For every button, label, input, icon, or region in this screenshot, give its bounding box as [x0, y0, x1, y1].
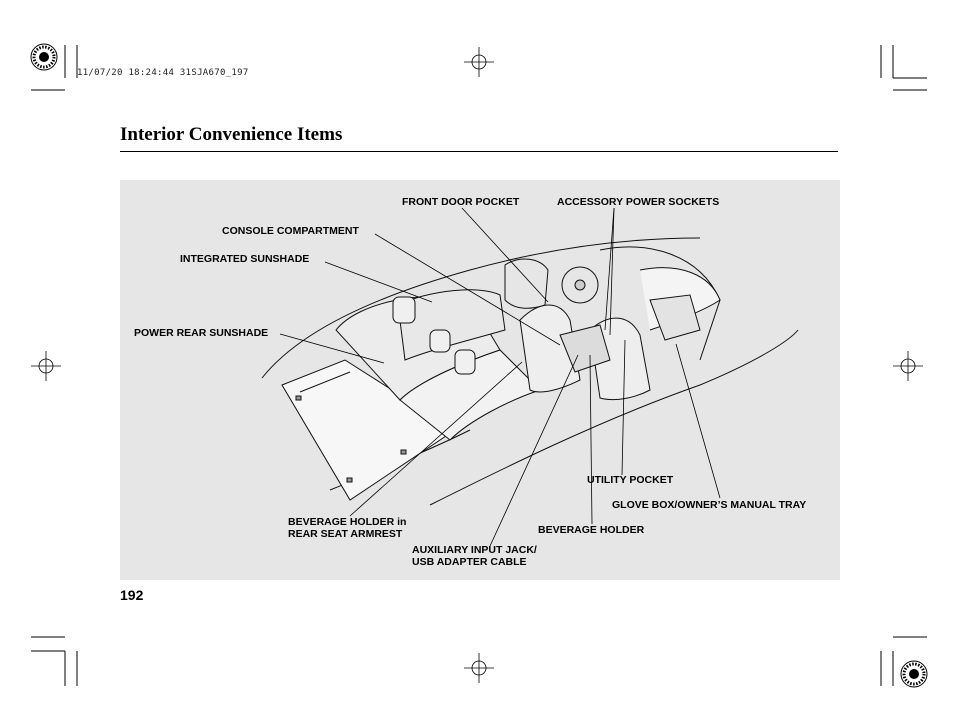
registration-mark-left [31, 351, 61, 381]
callout-accessory-power-sockets: ACCESSORY POWER SOCKETS [557, 196, 720, 208]
callout-auxiliary-input-jack-line1: AUXILIARY INPUT JACK/ [412, 544, 537, 556]
callout-auxiliary-input-jack-line2: USB ADAPTER CABLE [412, 556, 527, 568]
callout-glove-box: GLOVE BOX/OWNER’S MANUAL TRAY [612, 499, 807, 511]
callout-utility-pocket: UTILITY POCKET [587, 474, 674, 486]
callout-power-rear-sunshade: POWER REAR SUNSHADE [134, 327, 269, 339]
registration-mark-bottom [464, 653, 494, 683]
print-stamp: 11/07/20 18:24:44 31SJA670_197 [77, 68, 249, 78]
title-rule [120, 151, 838, 152]
crop-marks [31, 45, 927, 686]
callout-beverage-holder-rear-armrest: BEVERAGE HOLDER in REAR SEAT ARMREST [288, 516, 406, 540]
callout-integrated-sunshade: INTEGRATED SUNSHADE [180, 253, 310, 265]
car-interior-illustration [261, 237, 799, 506]
callout-auxiliary-input-jack: AUXILIARY INPUT JACK/ USB ADAPTER CABLE [412, 544, 537, 568]
registration-mark-top [464, 47, 494, 77]
registration-mark-right [893, 351, 923, 381]
starburst-mark-top-left [30, 43, 58, 71]
page-number: 192 [120, 587, 144, 603]
callout-front-door-pocket: FRONT DOOR POCKET [402, 196, 520, 208]
callout-beverage-holder-rear-armrest-line1: BEVERAGE HOLDER in [288, 516, 407, 528]
callout-console-compartment: CONSOLE COMPARTMENT [222, 225, 359, 237]
page-title: Interior Convenience Items [120, 124, 343, 145]
starburst-mark-bottom-right [900, 660, 928, 688]
leader-lines [279, 207, 721, 547]
callout-beverage-holder: BEVERAGE HOLDER [538, 524, 645, 536]
callout-beverage-holder-rear-armrest-line2: REAR SEAT ARMREST [288, 528, 403, 540]
registration-marks [31, 47, 923, 683]
